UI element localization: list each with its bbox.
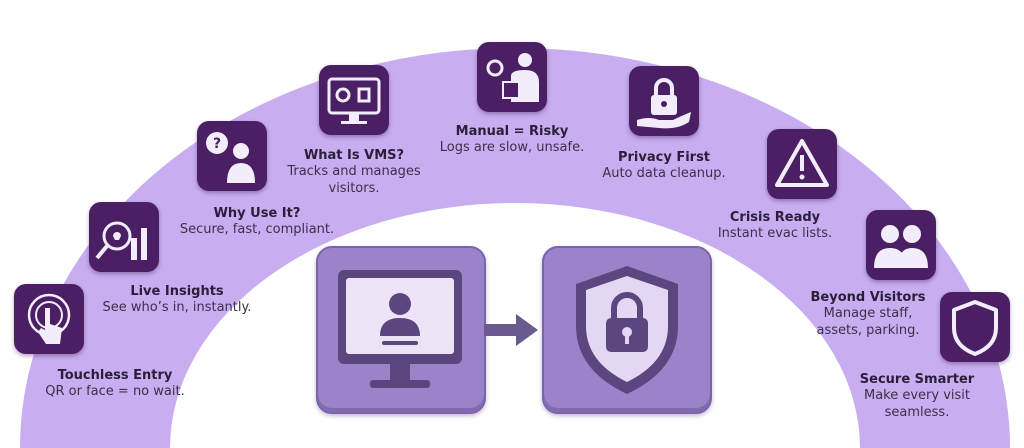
step-desc: QR or face = no wait. — [45, 384, 185, 400]
arrow-right-icon — [484, 314, 538, 346]
step-title: Beyond Visitors — [810, 290, 926, 305]
step-title: Touchless Entry — [57, 368, 173, 383]
step-title: Crisis Ready — [729, 210, 821, 225]
step-privacy-first: Privacy First Auto data cleanup. — [594, 150, 734, 183]
step-why-use-it: Why Use It? Secure, fast, compliant. — [162, 206, 352, 239]
step-desc: Make every visit seamless. — [863, 388, 971, 420]
insights-chart-icon — [89, 202, 159, 272]
monitor-gear-icon — [319, 65, 389, 135]
step-crisis-ready: Crisis Ready Instant evac lists. — [700, 210, 850, 243]
question-person-icon: ? — [197, 121, 267, 191]
lock-hand-icon — [629, 66, 699, 136]
step-touchless-entry: Touchless Entry QR or face = no wait. — [35, 368, 195, 401]
computer-user-panel — [316, 246, 486, 414]
step-title: Secure Smarter — [859, 372, 975, 387]
step-manual-risky: Manual = Risky Logs are slow, unsafe. — [430, 124, 594, 157]
warning-icon — [767, 129, 837, 199]
step-desc: See who’s in, instantly. — [102, 300, 252, 316]
step-beyond-visitors: Beyond Visitors Manage staff, assets, pa… — [800, 290, 936, 339]
step-title: Why Use It? — [213, 206, 301, 221]
computer-user-icon — [338, 270, 462, 388]
shield-lock-icon — [576, 266, 678, 394]
step-desc: Manage staff, assets, parking. — [816, 306, 920, 338]
arc-band — [20, 48, 1010, 448]
shield-icon — [940, 292, 1010, 362]
step-desc: Tracks and manages visitors. — [287, 164, 421, 196]
step-title: Privacy First — [617, 150, 711, 165]
step-secure-smarter: Secure Smarter Make every visit seamless… — [858, 372, 976, 421]
touch-hand-icon — [14, 284, 84, 354]
step-desc: Auto data cleanup. — [602, 166, 726, 182]
manual-log-icon — [477, 42, 547, 112]
step-title: Live Insights — [130, 284, 224, 299]
shield-lock-panel — [542, 246, 712, 414]
step-desc: Logs are slow, unsafe. — [439, 140, 585, 156]
step-what-is-vms: What Is VMS? Tracks and manages visitors… — [274, 148, 434, 197]
people-icon — [866, 210, 936, 280]
step-desc: Instant evac lists. — [717, 226, 833, 242]
svg-text:?: ? — [213, 136, 221, 152]
step-title: Manual = Risky — [455, 124, 569, 139]
step-live-insights: Live Insights See who’s in, instantly. — [97, 284, 257, 317]
step-desc: Secure, fast, compliant. — [179, 222, 335, 238]
step-title: What Is VMS? — [303, 148, 405, 163]
